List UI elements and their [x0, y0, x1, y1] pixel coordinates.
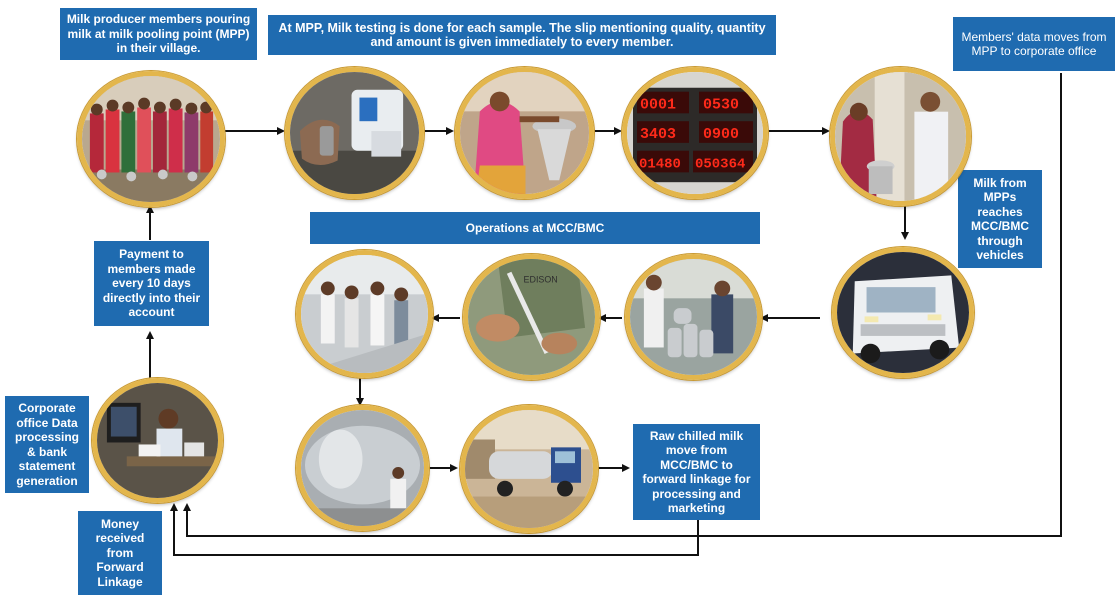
vehicle-photo [832, 247, 974, 378]
display-value-3: 3403 [640, 127, 676, 143]
bulk-tank-photo [296, 405, 429, 531]
lactometer-photo: EDISON [463, 254, 600, 380]
vehicle-label-text: EDISON [524, 275, 558, 285]
money-box: Money received from Forward Linkage [78, 511, 162, 595]
digital-display-photo: 0001 0530 3403 0900 01480 050364 [622, 67, 768, 199]
milk-cans-photo [625, 254, 762, 380]
display-value-2: 0530 [703, 97, 739, 113]
members-data-box: Members' data moves from MPP to corporat… [953, 17, 1115, 71]
display-value-6: 050364 [695, 157, 745, 173]
corporate-box: Corporate office Data processing & bank … [5, 396, 89, 493]
mcc-workers-photo [296, 250, 433, 378]
slip-handover-photo [830, 67, 971, 206]
producers-box: Milk producer members pouring milk at mi… [60, 8, 257, 60]
display-value-4: 0900 [703, 127, 739, 143]
raw-chilled-box: Raw chilled milk move from MCC/BMC to fo… [633, 424, 760, 520]
operations-box: Operations at MCC/BMC [310, 212, 760, 244]
line-members-data-to-corporate [183, 73, 1062, 537]
milk-from-mpp-box: Milk from MPPs reaches MCC/BMC through v… [958, 170, 1042, 268]
testing-box: At MPP, Milk testing is done for each sa… [268, 15, 776, 55]
tanker-truck-photo [460, 405, 598, 533]
milk-testing-photo [285, 67, 424, 199]
display-value-5: 01480 [639, 157, 681, 173]
display-value-1: 0001 [640, 97, 676, 113]
line-forward-linkage-money [170, 503, 699, 556]
corporate-office-photo [92, 378, 223, 503]
payment-box: Payment to members made every 10 days di… [94, 241, 209, 326]
milk-pouring-photo [455, 67, 594, 199]
producers-photo [77, 71, 225, 207]
